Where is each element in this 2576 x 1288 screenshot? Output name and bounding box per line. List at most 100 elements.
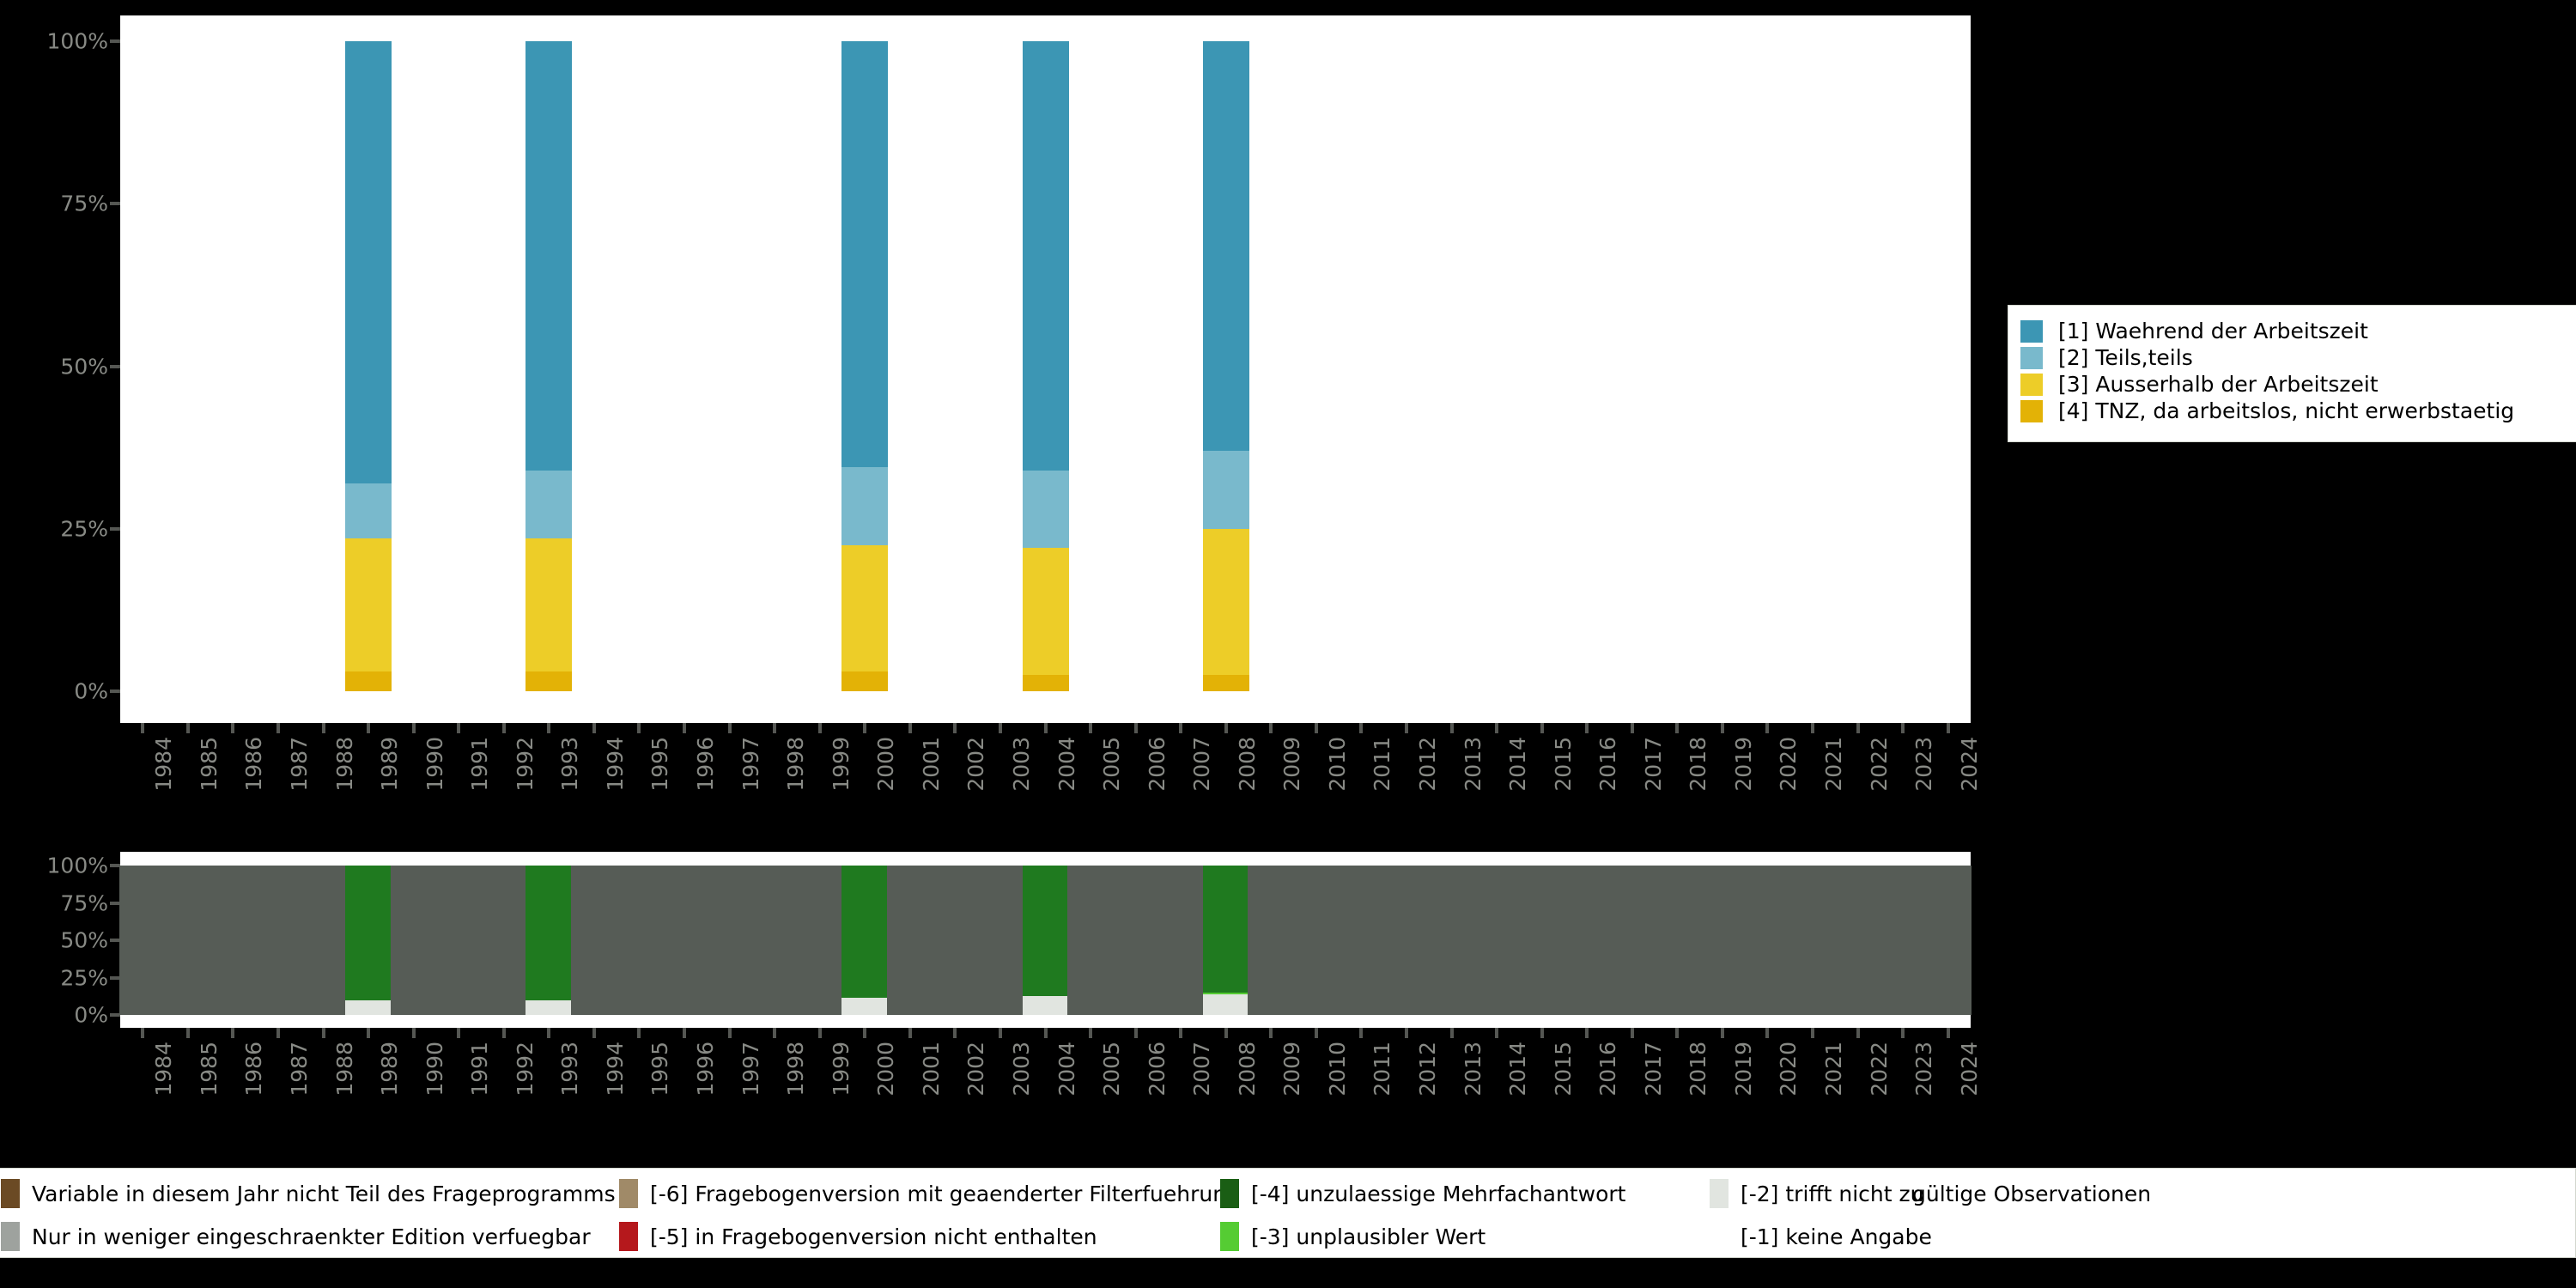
availability-chart-x-tick-mark [1585, 1028, 1589, 1038]
missing-legend-item[interactable]: [-4] unzulaessige Mehrfachantwort [1220, 1179, 1625, 1208]
availability-chart-x-tick-mark [367, 1028, 371, 1038]
main-chart-x-tick-label: 2017 [1640, 737, 1666, 792]
availability-bar-segment [1564, 866, 1611, 1015]
missing-legend-item[interactable]: gültige Observationen [1881, 1179, 2151, 1208]
availability-bar-segment [1022, 996, 1069, 1015]
main-bar-segment [345, 41, 392, 483]
availability-chart-x-tick-mark [1269, 1028, 1273, 1038]
availability-bar-2023 [1880, 866, 1927, 1015]
availability-chart-x-tick-mark [1811, 1028, 1815, 1038]
availability-chart-x-tick-mark [727, 1028, 732, 1038]
main-bar-segment [841, 466, 889, 545]
availability-bar-2024 [1924, 866, 1971, 1015]
availability-bar-2018 [1654, 866, 1701, 1015]
availability-bar-segment [435, 866, 483, 1015]
missing-legend-item[interactable]: [-5] in Fragebogenversion nicht enthalte… [619, 1222, 1097, 1251]
main-chart-x-tick-label: 1999 [828, 737, 854, 792]
missing-values-legend: Variable in diesem Jahr nicht Teil des F… [0, 1168, 2576, 1258]
availability-chart-x-tick-label: 2016 [1595, 1042, 1621, 1097]
missing-legend-label: [-6] Fragebogenversion mit geaenderter F… [650, 1181, 1240, 1206]
availability-bar-segment [932, 866, 979, 1015]
availability-chart-x-tick-mark [1404, 1028, 1408, 1038]
availability-chart-x-tick-mark [1720, 1028, 1724, 1038]
availability-bar-segment [1834, 866, 1881, 1015]
availability-chart-x-tick-label: 1990 [422, 1042, 447, 1097]
availability-chart-x-tick-label: 1992 [512, 1042, 538, 1097]
availability-bar-2009 [1248, 866, 1295, 1015]
main-chart-x-tick-mark [1901, 723, 1905, 733]
availability-chart-x-tick-mark [231, 1028, 235, 1038]
legend-item-label: [1] Waehrend der Arbeitszeit [2058, 319, 2368, 343]
missing-legend-item[interactable]: Nur in weniger eingeschraenkter Edition … [1, 1222, 591, 1251]
availability-bar-segment [526, 866, 573, 1000]
missing-legend-item[interactable]: Variable in diesem Jahr nicht Teil des F… [1, 1179, 616, 1208]
main-chart-x-tick-label: 1996 [693, 737, 718, 792]
availability-y-tick-mark [110, 901, 120, 905]
legend-item-3[interactable]: [3] Ausserhalb der Arbeitszeit [2020, 371, 2576, 398]
category-legend: [1] Waehrend der Arbeitszeit[2] Teils,te… [2008, 305, 2576, 442]
availability-y-tick-mark [110, 864, 120, 867]
availability-bar-2022 [1834, 866, 1881, 1015]
missing-legend-item[interactable]: [-1] keine Angabe [1710, 1222, 1932, 1251]
availability-chart-x-tick-label: 2002 [963, 1042, 989, 1097]
availability-chart-x-tick-mark [501, 1028, 506, 1038]
main-bar-segment [1022, 548, 1069, 676]
legend-item-1[interactable]: [1] Waehrend der Arbeitszeit [2020, 318, 2576, 344]
legend-item-label: [4] TNZ, da arbeitslos, nicht erwerbstae… [2058, 398, 2515, 423]
availability-bar-2021 [1789, 866, 1837, 1015]
main-bar-segment [526, 470, 573, 539]
legend-swatch-icon [2020, 319, 2043, 343]
availability-chart-x-tick-label: 2013 [1460, 1042, 1485, 1097]
legend-item-2[interactable]: [2] Teils,teils [2020, 344, 2576, 371]
main-chart-x-tick-mark [276, 723, 280, 733]
main-chart-x-tick-label: 1984 [151, 737, 177, 792]
legend-swatch-icon [2020, 399, 2043, 422]
missing-legend-item[interactable]: [-6] Fragebogenversion mit geaenderter F… [619, 1179, 1240, 1208]
availability-chart-y-axis: 0%25%50%75%100% [0, 852, 120, 1028]
availability-chart-x-tick-mark [817, 1028, 822, 1038]
main-chart-x-tick-mark [1946, 723, 1950, 733]
main-chart-x-tick-label: 2002 [963, 737, 989, 792]
availability-bar-segment [1292, 866, 1340, 1015]
availability-chart-x-tick-label: 1995 [647, 1042, 673, 1097]
availability-bar-segment [841, 998, 889, 1015]
missing-legend-swatch-icon [1220, 1179, 1239, 1208]
availability-bar-segment [1654, 866, 1701, 1015]
availability-bar-segment [1338, 866, 1385, 1015]
missing-legend-item[interactable]: [-2] trifft nicht zu [1710, 1179, 1923, 1208]
main-bar-segment [1202, 528, 1249, 676]
main-chart-x-tick-mark [1630, 723, 1634, 733]
availability-y-tick-mark [110, 975, 120, 980]
missing-legend-swatch-icon [1, 1222, 20, 1251]
main-bar-2004 [1022, 41, 1069, 691]
availability-chart-x-tick-mark [276, 1028, 280, 1038]
availability-bar-1986 [210, 866, 257, 1015]
availability-bar-1987 [254, 866, 301, 1015]
availability-bar-segment [1022, 866, 1069, 997]
main-bar-segment [345, 538, 392, 672]
availability-chart-x-tick-label: 2009 [1279, 1042, 1305, 1097]
availability-chart-x-tick-mark [1495, 1028, 1499, 1038]
availability-bar-2017 [1608, 866, 1656, 1015]
availability-bar-segment [1202, 993, 1249, 1015]
missing-legend-label: gültige Observationen [1912, 1181, 2152, 1206]
main-chart-x-tick-label: 2000 [873, 737, 899, 792]
legend-swatch-icon [2020, 346, 2043, 369]
availability-bar-segment [1112, 866, 1159, 1015]
availability-bar-segment [119, 866, 167, 1015]
main-bar-2008 [1202, 41, 1249, 691]
availability-chart-x-tick-label: 1988 [331, 1042, 357, 1097]
missing-legend-item[interactable]: [-3] unplausibler Wert [1220, 1222, 1485, 1251]
availability-chart-x-tick-label: 2001 [918, 1042, 944, 1097]
availability-chart-x-tick-label: 1986 [241, 1042, 267, 1097]
missing-legend-label: [-3] unplausibler Wert [1251, 1224, 1486, 1249]
legend-item-4[interactable]: [4] TNZ, da arbeitslos, nicht erwerbstae… [2020, 398, 2576, 424]
main-chart-x-tick-label: 1991 [467, 737, 493, 792]
availability-chart-x-tick-mark [592, 1028, 596, 1038]
availability-bar-segment [570, 866, 617, 1015]
missing-legend-swatch-icon [619, 1179, 638, 1208]
availability-bar-segment [1744, 866, 1791, 1015]
main-bar-segment [345, 483, 392, 539]
availability-chart-x-tick-label: 1998 [783, 1042, 809, 1097]
availability-bar-2010 [1292, 866, 1340, 1015]
